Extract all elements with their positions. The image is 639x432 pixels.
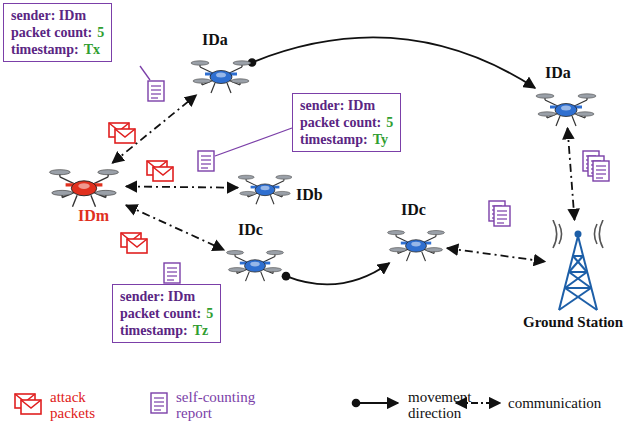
station-label: Ground Station (523, 314, 623, 331)
legend-text: communication (508, 395, 638, 411)
drone-icon: IDc (385, 225, 447, 263)
movement-path (252, 37, 535, 88)
callout-field: sender: IDm (120, 289, 195, 304)
callout-value: Ty (373, 132, 388, 147)
callout-field: timestamp: (300, 132, 368, 147)
callout-leaders (140, 66, 292, 290)
communication-link (126, 186, 238, 187)
drone-symbol (42, 163, 126, 209)
callout-row: sender: IDm (120, 288, 213, 305)
callout-row: packet count: 5 (300, 114, 393, 131)
drone-symbol (535, 88, 597, 128)
callout-row: packet count: 5 (120, 305, 213, 322)
callout-row: packet count: 5 (11, 24, 104, 41)
drone-icon: IDa (190, 55, 252, 95)
tower-symbol (545, 220, 611, 312)
drone-id: IDm (78, 207, 109, 225)
callout-value: 5 (97, 25, 104, 40)
communication-link (126, 205, 224, 250)
callout-field: packet count: (300, 115, 381, 130)
drone-symbol (238, 170, 292, 206)
ground-station: Ground Station (545, 220, 611, 312)
attack-packets (109, 123, 173, 253)
legend-text: movement direction (408, 389, 486, 421)
drone-id: IDc (401, 201, 426, 219)
drone-id: IDa (202, 31, 228, 49)
drone-icon: IDa (535, 88, 597, 128)
callout-value: Tz (193, 323, 209, 338)
report-callout: sender: IDm packet count: 5 timestamp: Tx (3, 3, 112, 62)
drone-symbol (385, 225, 447, 263)
communication-link (447, 248, 545, 261)
callout-field: packet count: (120, 306, 201, 321)
drone-id: IDc (238, 221, 263, 239)
callout-value: Tx (84, 42, 100, 57)
callout-field: timestamp: (120, 323, 188, 338)
drone-icon: IDm (42, 163, 126, 209)
callout-row: timestamp: Tx (11, 41, 104, 58)
drone-icon: IDc (224, 245, 286, 283)
callout-value: 5 (206, 306, 213, 321)
report-icons (148, 81, 609, 283)
legend-text: attack packets (50, 389, 112, 421)
report-callout: sender: IDm packet count: 5 timestamp: Ty (292, 93, 401, 152)
report-callout: sender: IDm packet count: 5 timestamp: Tz (112, 284, 221, 343)
communication-link (112, 95, 196, 163)
drone-id: IDb (296, 186, 323, 204)
drone-id: IDa (545, 64, 571, 82)
callout-field: sender: IDm (300, 98, 375, 113)
communication-link (568, 128, 575, 220)
callout-row: timestamp: Tz (120, 322, 213, 339)
callout-row: timestamp: Ty (300, 131, 393, 148)
movement-path (286, 263, 389, 284)
drone-symbol (224, 245, 286, 283)
drone-symbol (190, 55, 252, 95)
callout-value: 5 (386, 115, 393, 130)
callout-field: sender: IDm (11, 8, 86, 23)
callout-field: timestamp: (11, 42, 79, 57)
drone-icon: IDb (238, 170, 292, 206)
callout-row: sender: IDm (300, 97, 393, 114)
callout-field: packet count: (11, 25, 92, 40)
legend-text: self-counting report (176, 389, 272, 421)
callout-row: sender: IDm (11, 7, 104, 24)
